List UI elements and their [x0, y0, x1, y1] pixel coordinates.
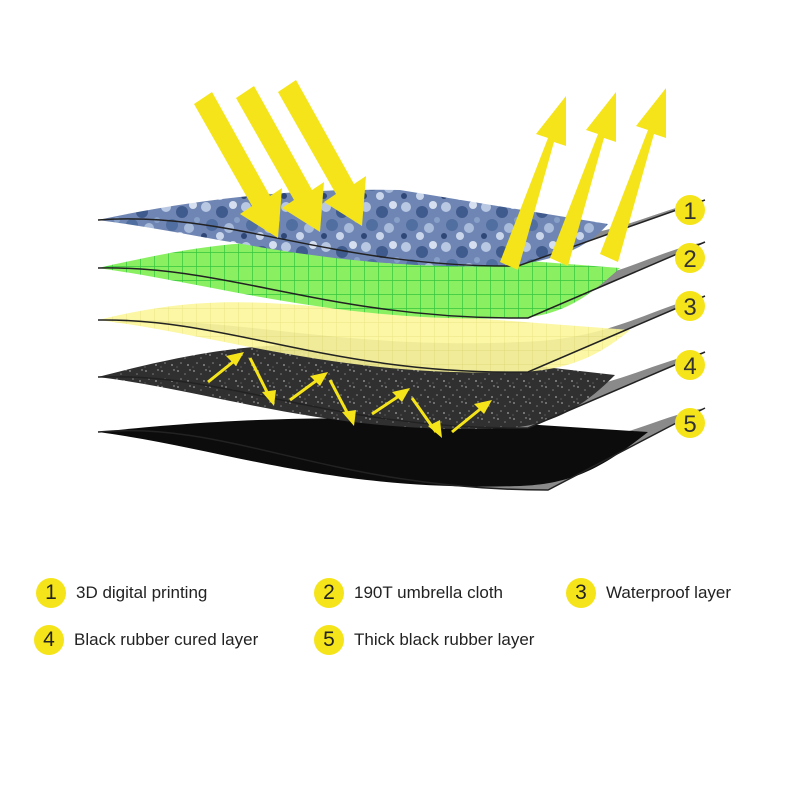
legend-label-3: Waterproof layer — [606, 583, 732, 602]
legend-badge-3: 3 — [566, 578, 596, 608]
legend-badge-5: 5 — [314, 625, 344, 655]
zigzag-arrow-icon — [207, 352, 492, 438]
callout-1: 1 — [675, 195, 705, 225]
layer-5-thick-black-rubber — [97, 407, 706, 491]
callout-4: 4 — [675, 350, 705, 380]
legend-label-1: 3D digital printing — [76, 583, 208, 602]
layer-1-3d-digital-printing — [97, 189, 706, 267]
sunlight-arrow-icon — [194, 80, 366, 238]
callout-5-number: 5 — [683, 411, 696, 438]
callout-3-number: 3 — [683, 294, 696, 321]
legend-badge-4: 4 — [34, 625, 64, 655]
legend-item-3: 3 Waterproof layer — [566, 578, 731, 608]
fabric-layer-diagram: 1 2 3 4 5 — [97, 80, 706, 491]
legend-item-1: 1 3D digital printing — [36, 578, 207, 608]
legend-item-5: 5 Thick black rubber layer — [314, 625, 534, 655]
legend-label-2: 190T umbrella cloth — [354, 583, 503, 602]
legend-item-2: 2 190T umbrella cloth — [314, 578, 503, 608]
layer-legend: 1 3D digital printing 2 190T umbrella cl… — [0, 560, 800, 680]
callout-5: 5 — [675, 408, 705, 438]
callout-2: 2 — [675, 243, 705, 273]
legend-item-4: 4 Black rubber cured layer — [34, 625, 258, 655]
legend-label-4: Black rubber cured layer — [74, 630, 259, 649]
reflected-arrow-icon — [500, 88, 666, 270]
callout-2-number: 2 — [683, 246, 696, 273]
legend-label-5: Thick black rubber layer — [354, 630, 535, 649]
legend-badge-2: 2 — [314, 578, 344, 608]
callout-3: 3 — [675, 291, 705, 321]
layer-3-waterproof — [97, 295, 706, 373]
callout-4-number: 4 — [683, 353, 696, 380]
legend-badge-1: 1 — [36, 578, 66, 608]
callout-1-number: 1 — [683, 198, 696, 225]
